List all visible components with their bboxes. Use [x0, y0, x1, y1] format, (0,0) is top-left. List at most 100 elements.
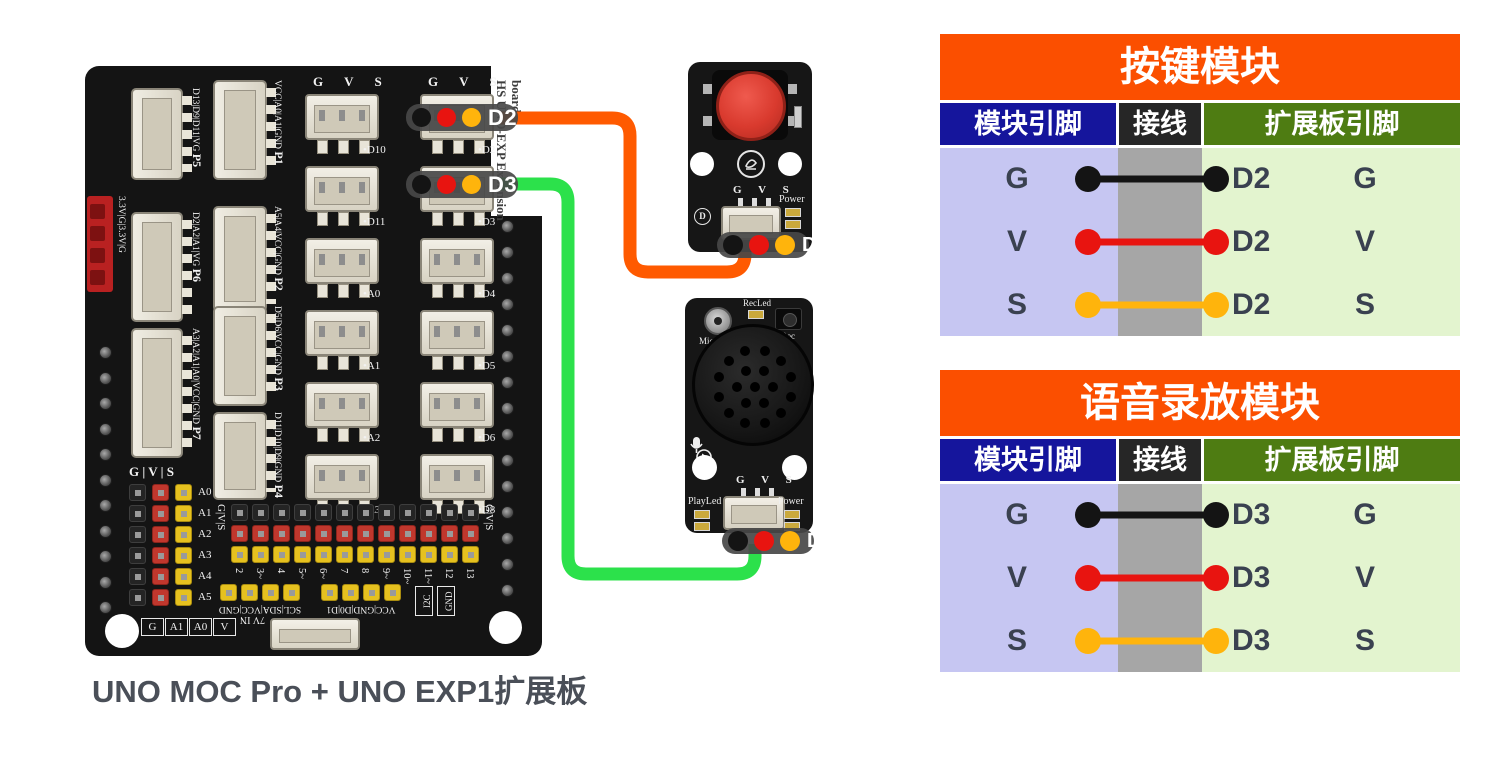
connector-pin: [339, 326, 345, 337]
connector-leg: [338, 212, 349, 226]
connector-p7: [131, 328, 192, 458]
table-header-cell: 接线: [1119, 103, 1201, 145]
rec-led: [748, 310, 764, 319]
expansion-pin-type-cell: S: [1354, 287, 1375, 321]
mount-hole: [692, 455, 717, 480]
pin-tick: [766, 198, 771, 207]
connector-slot: [142, 98, 172, 170]
connector-pin: [319, 110, 325, 121]
digital-pin: [378, 546, 395, 563]
speaker: [692, 324, 814, 446]
connector-leg: [317, 356, 328, 370]
digital-pin: [294, 525, 311, 542]
bottom-serial-connector: [270, 618, 360, 650]
digital-pin: [399, 546, 416, 563]
digital-number: 8: [359, 568, 370, 574]
expansion-pin-type-cell: V: [1354, 561, 1375, 594]
through-hole-pad: [501, 532, 514, 545]
wire-line: [1088, 238, 1216, 246]
power-led: [785, 208, 801, 217]
pin-tick: [755, 488, 760, 497]
pin-label: •D4: [478, 288, 496, 300]
expansion-pin-type-cell: G: [1353, 162, 1377, 196]
wire-dot: [412, 108, 431, 127]
gvs-connector: [420, 238, 494, 298]
connector-pin: [319, 470, 325, 481]
analog-pin-g: [129, 484, 146, 501]
connector-leg: [338, 140, 349, 154]
digital-pin: [252, 546, 269, 563]
gvs-connector: [420, 382, 494, 442]
analog-pin-g: [129, 589, 146, 606]
connector-pin: [359, 254, 365, 265]
wire-dot: [780, 531, 800, 551]
rec-button[interactable]: [775, 308, 802, 330]
expansion-pin-cell: D3: [1232, 623, 1271, 657]
digital-number: 5~: [296, 568, 307, 579]
connector-p1: [213, 80, 276, 180]
digital-gvs-left: G|V|S: [215, 504, 227, 531]
through-hole-pad: [501, 324, 514, 337]
playled-label: PlayLed: [688, 496, 722, 507]
connector-leg: [474, 356, 485, 370]
digital-pin: [399, 525, 416, 542]
wire-dot: [462, 108, 481, 127]
digital-pin: [462, 504, 479, 521]
table-header-cell: 模块引脚: [940, 439, 1116, 481]
wire-end-dot: [1203, 166, 1229, 193]
rec-button-cap: [783, 313, 797, 327]
pin-tick: [738, 198, 743, 207]
speaker-hole: [741, 397, 751, 408]
connector-leg: [453, 284, 464, 298]
digital-pin: [315, 504, 332, 521]
digital-pin: [441, 504, 458, 521]
speaker-hole: [714, 372, 725, 383]
analog-row-label: A4: [198, 570, 212, 582]
wire-dot: [754, 531, 774, 551]
connector-leg: [432, 284, 443, 298]
connector-pin: [359, 470, 365, 481]
connector-leg: [474, 428, 485, 442]
brand-logo-icon: [737, 150, 765, 178]
gvs-connector: [305, 238, 379, 298]
button-module: G V S Power D: [688, 62, 812, 252]
connector-pin: [319, 398, 325, 409]
pin-tick: [752, 198, 757, 207]
digital-number: 13: [464, 568, 475, 579]
speaker-hole: [759, 397, 769, 408]
digital-pin: [252, 525, 269, 542]
through-hole-pad: [99, 473, 112, 487]
wire-dot: [723, 235, 743, 255]
expansion-pin-cell: D2: [1232, 287, 1271, 321]
bottom-boxed-label: V: [213, 618, 236, 636]
connector-leg: [453, 428, 464, 442]
digital-pin: [231, 504, 248, 521]
aux-pin: [220, 584, 237, 601]
through-hole-pad: [99, 422, 112, 436]
connector-label-p5: D13|D9|D11|VG P5: [190, 88, 204, 168]
digital-number: 4: [275, 568, 286, 574]
through-hole-pad: [501, 584, 514, 597]
connector-p6: [131, 212, 192, 322]
speaker-hole: [768, 382, 778, 392]
red-button[interactable]: [716, 71, 786, 141]
button-module-d2-badge: D2: [717, 232, 828, 258]
pin-tick: [741, 488, 746, 497]
aux-pin: [384, 584, 401, 601]
connector-leg: [317, 284, 328, 298]
through-hole-pad: [99, 371, 112, 385]
connector-pin: [474, 254, 480, 265]
expansion-pin-type-cell: S: [1354, 623, 1375, 657]
speaker-hole: [740, 346, 751, 357]
pin-label: •D11: [363, 216, 386, 228]
connector-leg: [474, 212, 485, 226]
power-pin-slot: [90, 270, 105, 285]
module-pin-cell: G: [1005, 498, 1029, 532]
connector-label-p7: A3|A2|A1|A0|VCC|GND P7: [190, 328, 204, 440]
digital-pin: [420, 504, 437, 521]
analog-pin-g: [129, 568, 146, 585]
wire-end-dot: [1075, 502, 1101, 529]
pin-label: •D8: [478, 504, 496, 516]
